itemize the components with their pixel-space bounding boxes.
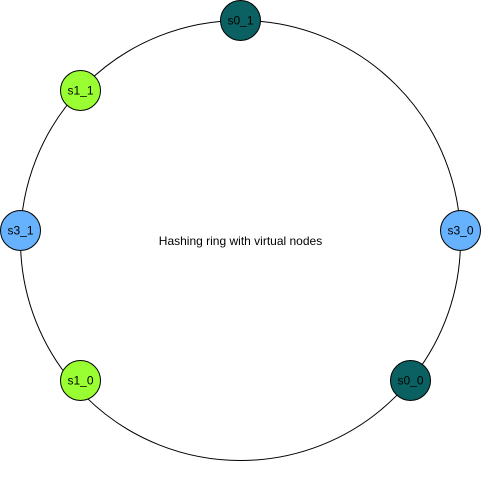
ring-node-circle [220, 0, 261, 41]
ring-node-label: s0_1 [227, 14, 253, 28]
ring-node-s0-1[interactable]: s0_1 [220, 0, 261, 41]
ring-node-s0-0[interactable]: s0_0 [390, 360, 431, 401]
ring-node-circle [60, 360, 101, 401]
ring-node-label: s0_0 [397, 374, 423, 388]
ring-node-s3-0[interactable]: s3_0 [440, 210, 481, 251]
ring-node-s3-1[interactable]: s3_1 [0, 210, 41, 251]
ring-node-label: s1_0 [67, 374, 93, 388]
ring-node-circle [390, 360, 431, 401]
ring-node-label: s1_1 [67, 84, 93, 98]
ring-node-label: s3_0 [447, 224, 473, 238]
ring-node-label: s3_1 [7, 224, 33, 238]
ring-node-s1-0[interactable]: s1_0 [60, 360, 101, 401]
ring-node-circle [0, 210, 41, 251]
diagram-caption: Hashing ring with virtual nodes [159, 234, 322, 248]
ring-node-s1-1[interactable]: s1_1 [60, 70, 101, 111]
ring-node-circle [60, 70, 101, 111]
